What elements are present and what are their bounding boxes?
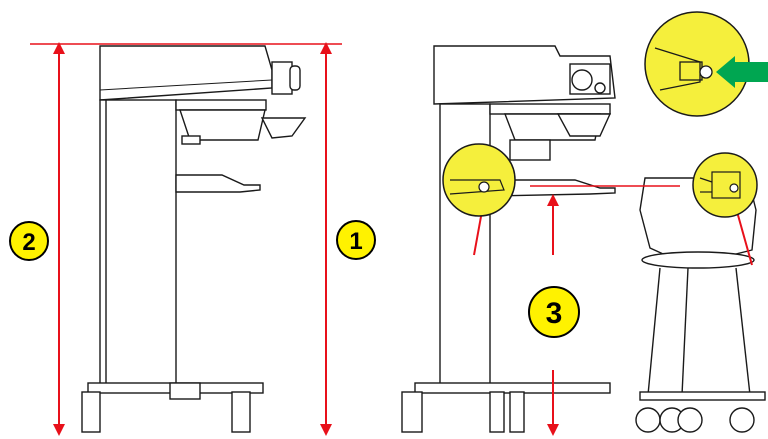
spout <box>260 117 307 139</box>
mixer-head <box>99 45 273 101</box>
badge-2: 2 <box>9 221 49 261</box>
mixer-column <box>103 99 177 391</box>
mixer-side-view-drawing <box>30 43 342 433</box>
trolley-base <box>639 391 766 401</box>
mixer-with-bowl-drawing <box>401 45 766 433</box>
svg-text:1: 1 <box>349 228 362 255</box>
zoom-bowl-clamp-detail <box>644 11 768 117</box>
head-nozzle <box>271 61 293 95</box>
zoom-arm-pin-detail <box>442 143 516 217</box>
pointer-arrow-right <box>731 202 753 266</box>
upper-arm <box>179 109 266 141</box>
badge-1: 1 <box>336 220 376 260</box>
svg-text:2: 2 <box>22 229 35 256</box>
zoom-bowl-bracket-detail <box>692 152 758 218</box>
green-pointer-arrow-icon <box>716 56 768 88</box>
badge-3: 3 <box>528 286 580 338</box>
svg-text:3: 3 <box>546 297 563 330</box>
bowl-arm <box>175 174 261 193</box>
